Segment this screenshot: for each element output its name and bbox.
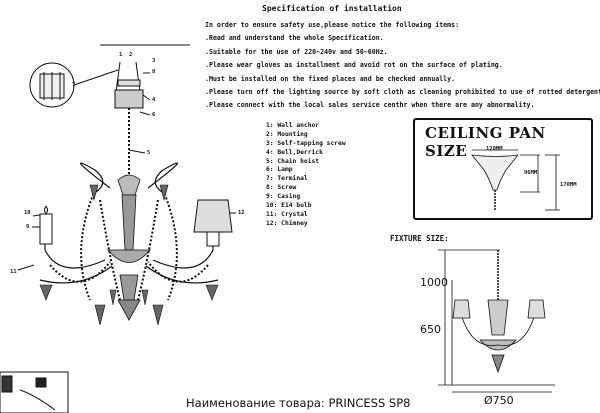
pan-width-dimension: 120MM xyxy=(486,146,503,152)
instruction-line: .Must be installed on the fixed places a… xyxy=(205,74,456,83)
parts-legend: 1: Wall anchor 2: Mounting 3: Self-tappi… xyxy=(266,122,346,229)
shade-right xyxy=(193,199,233,233)
callout-11: 11 xyxy=(10,269,17,275)
legend-item: 6: Lamp xyxy=(266,166,293,174)
callout-6: 6 xyxy=(152,112,156,118)
legend-item: 5: Chain hoist xyxy=(266,157,320,165)
legend-item: 3: Self-tapping screw xyxy=(266,139,346,147)
callout-12: 12 xyxy=(238,210,245,216)
product-name: Наименование товара: PRINCESS SP8 xyxy=(186,396,411,410)
instruction-line: .Suitable for the use of 220~240v and 50… xyxy=(205,47,388,56)
fixture-height-body: 650 xyxy=(420,323,441,336)
callout-1: 1 xyxy=(119,52,123,58)
legend-item: 11: Crystal xyxy=(266,210,308,218)
fixture-diameter: Ø750 xyxy=(484,394,514,407)
legend-item: 4: Bell,Derrick xyxy=(266,148,323,156)
legend-item: 1: Wall anchor xyxy=(266,122,320,129)
spec-title: Specification of installation xyxy=(262,4,402,13)
legend-item: 7: Terminal xyxy=(266,175,308,183)
callout-5: 5 xyxy=(147,150,151,156)
fixture-height-total: 1000 xyxy=(420,276,448,289)
instruction-line: .Please turn off the lighting source by … xyxy=(205,87,600,96)
pan-inner-height-dimension: 96MM xyxy=(524,170,538,176)
instruction-line: .Please connect with the local sales ser… xyxy=(205,101,535,110)
callout-9: 9 xyxy=(26,224,30,230)
pan-total-height-dimension: 170MM xyxy=(560,182,577,188)
legend-item: 9: Casing xyxy=(266,193,301,201)
legend-item: 10: E14 bulb xyxy=(266,202,312,210)
callout-8: 8 xyxy=(152,69,156,75)
callout-7: 7 xyxy=(72,82,76,88)
instruction-line: .Please wear gloves as installment and a… xyxy=(205,61,503,70)
canopy xyxy=(114,89,144,109)
instruction-line: In order to ensure safety use,please not… xyxy=(205,21,460,29)
callout-2: 2 xyxy=(129,52,133,58)
callout-3: 3 xyxy=(152,58,156,64)
instruction-line: .Read and understand the whole Specifica… xyxy=(205,34,384,43)
instructions-list: In order to ensure safety use,please not… xyxy=(205,19,600,113)
ceiling-pan-box: CEILING PAN SIZE xyxy=(413,118,593,220)
callout-4: 4 xyxy=(152,97,156,103)
callout-10: 10 xyxy=(24,210,31,216)
candle-left xyxy=(39,213,53,245)
legend-item: 2: Mounting xyxy=(266,130,308,138)
legend-item: 8: Screw xyxy=(266,184,297,192)
ceiling-pan-title: CEILING PAN SIZE xyxy=(425,124,546,160)
fixture-size-label: FIXTURE SIZE: xyxy=(390,234,449,243)
legend-item: 12: Chimney xyxy=(266,219,308,227)
